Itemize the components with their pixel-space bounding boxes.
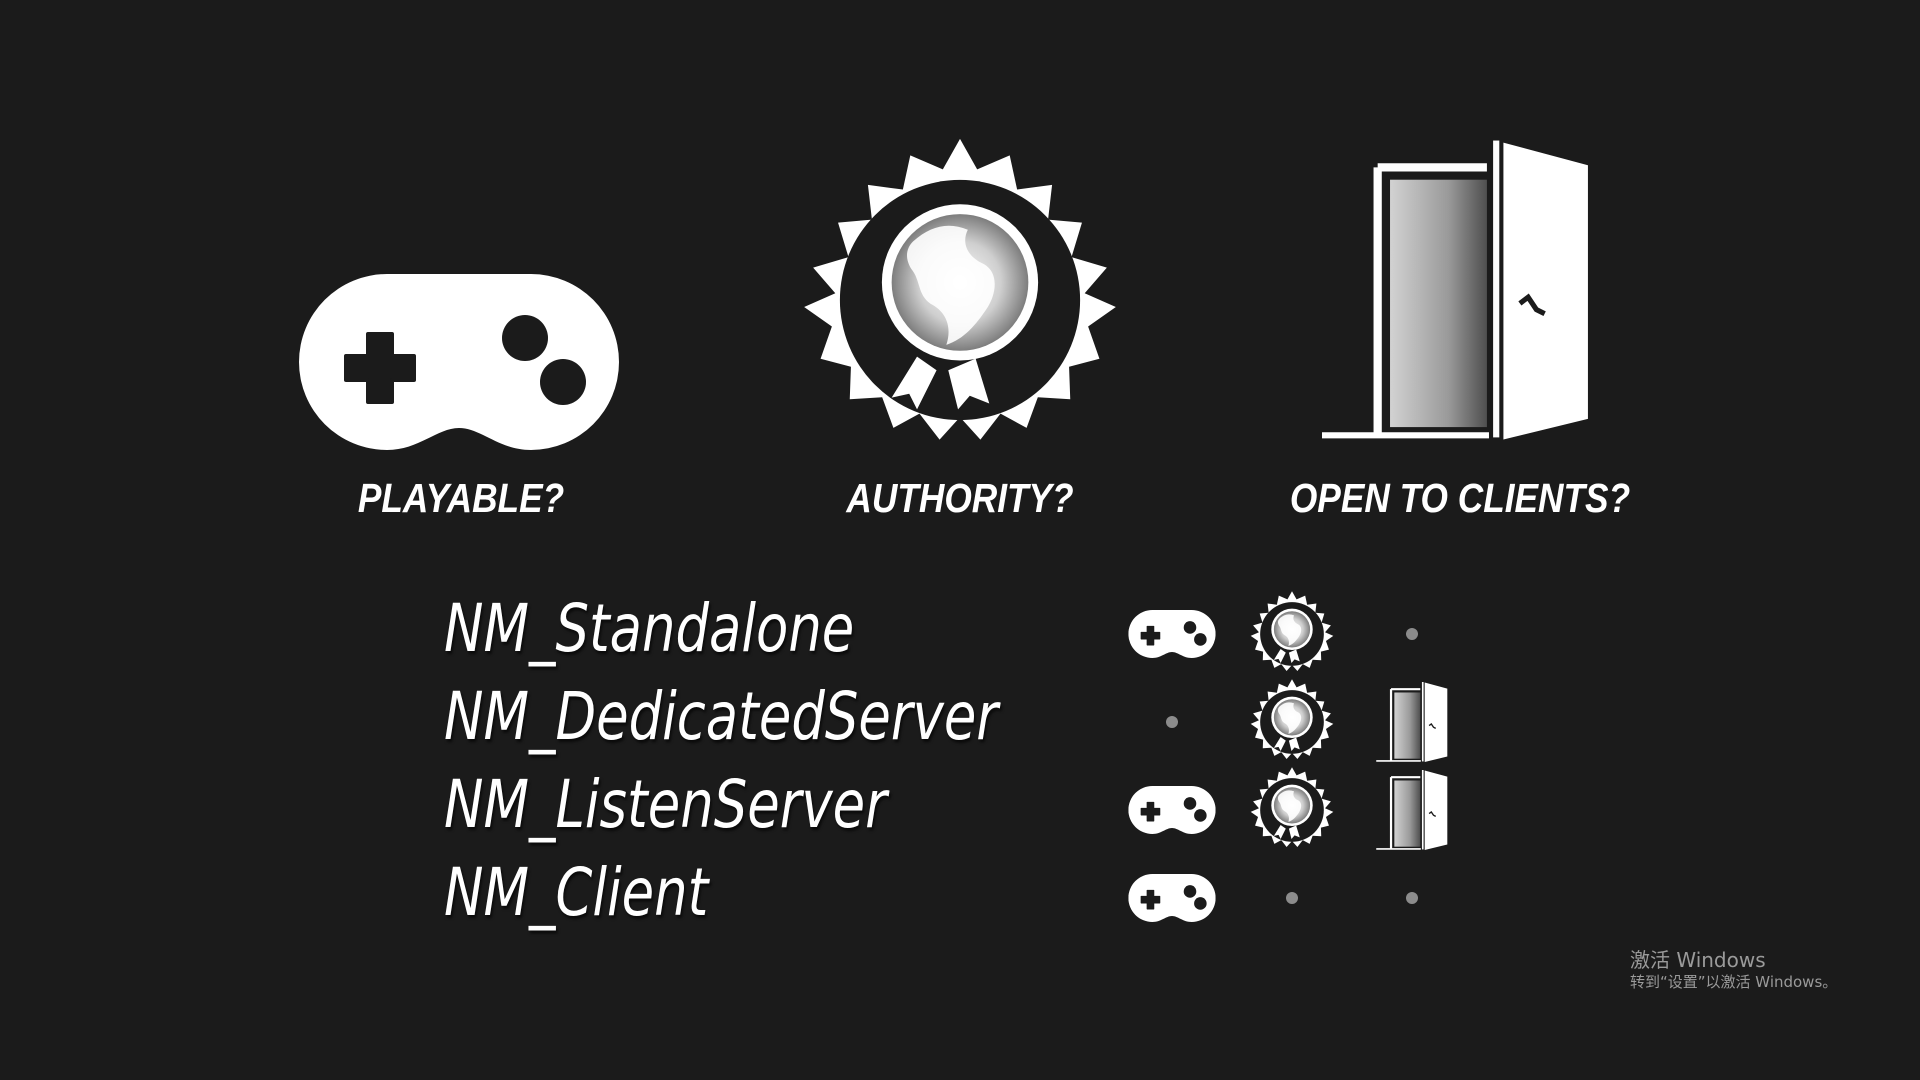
authority-seal-icon <box>804 138 1116 440</box>
authority-seal-icon <box>1250 591 1334 672</box>
mode-label-listen-server: NM_ListenServer <box>444 766 887 843</box>
empty-dot <box>1406 892 1418 904</box>
gamepad-icon <box>298 274 620 450</box>
mode-label-standalone: NM_Standalone <box>444 590 855 667</box>
authority-seal-icon <box>1250 767 1334 848</box>
watermark-line-2: 转到“设置”以激活 Windows。 <box>1630 973 1838 991</box>
mode-label-dedicated-server: NM_DedicatedServer <box>444 678 999 755</box>
authority-seal-icon <box>1250 679 1334 760</box>
watermark-line-1: 激活 Windows <box>1630 948 1766 972</box>
mode-label-client: NM_Client <box>444 854 709 931</box>
gamepad-icon <box>1128 610 1216 658</box>
header-label-playable: PLAYABLE? <box>357 475 565 521</box>
empty-dot <box>1406 628 1418 640</box>
open-door-icon <box>1322 140 1590 440</box>
empty-dot <box>1286 892 1298 904</box>
gamepad-icon <box>1128 874 1216 922</box>
open-door-icon <box>1376 770 1448 850</box>
gamepad-icon <box>1128 786 1216 834</box>
header-label-open-to-clients: OPEN TO CLIENTS? <box>1289 475 1631 521</box>
empty-dot <box>1166 716 1178 728</box>
open-door-icon <box>1376 682 1448 762</box>
header-label-authority: AUTHORITY? <box>846 475 1074 521</box>
